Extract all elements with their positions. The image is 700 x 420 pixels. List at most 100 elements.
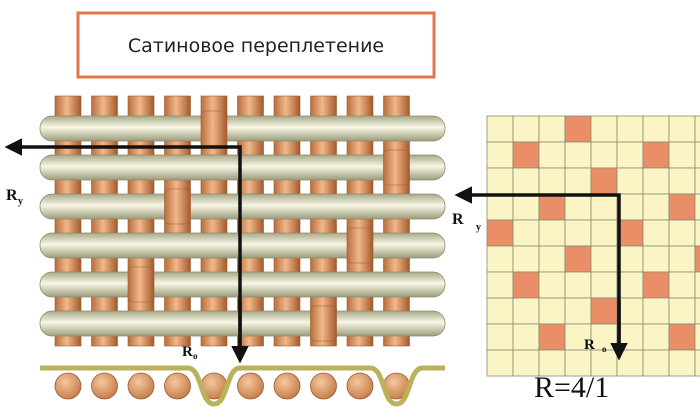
grid-cell	[616, 193, 644, 221]
warp-float	[164, 188, 191, 225]
grid-cell	[486, 245, 514, 273]
warp-cross-section	[273, 372, 301, 400]
fabric-weft-arrow	[4, 138, 242, 358]
grid-cell	[668, 219, 696, 247]
title-frame	[76, 11, 436, 79]
grid-cell-filled	[564, 115, 592, 143]
grid-cell	[486, 323, 514, 351]
grid-cell	[642, 193, 670, 221]
grid-label-ro-letter: R	[584, 337, 595, 353]
grid-cell	[512, 245, 540, 273]
grid-cell	[486, 115, 514, 143]
grid-cell	[616, 141, 644, 169]
section-warp-circles	[54, 372, 410, 400]
grid-cell	[642, 297, 670, 325]
grid-cell	[642, 245, 670, 273]
warp-cross-section	[91, 372, 118, 400]
grid-cell	[642, 219, 670, 247]
grid-cell	[668, 271, 696, 299]
grid-cell	[590, 245, 618, 273]
grid-cell	[538, 245, 566, 273]
grid-cell	[694, 271, 700, 299]
grid-cell	[642, 323, 670, 351]
grid-cell	[564, 297, 592, 325]
grid-cell	[642, 167, 670, 195]
grid-cell	[564, 141, 592, 169]
grid-label-ro-sub: о	[602, 344, 607, 354]
grid-cell	[616, 271, 644, 299]
grid-cell-filled	[642, 271, 670, 299]
warp-cross-section	[164, 372, 191, 400]
grid-cell-filled	[486, 219, 514, 247]
grid-label-ry-letter: R	[452, 211, 464, 228]
warp-float	[127, 266, 155, 303]
grid-cell	[668, 349, 696, 377]
grid-cell	[616, 167, 644, 195]
grid-cell	[564, 349, 592, 377]
weave-grid	[486, 115, 700, 377]
warp-float	[310, 305, 337, 342]
grid-cell	[616, 349, 644, 377]
grid-cell-filled	[564, 245, 592, 273]
grid-cell	[590, 219, 618, 247]
grid-cell	[512, 167, 540, 195]
grid-cell	[668, 115, 696, 143]
fabric-repeat-arrow	[4, 138, 249, 364]
grid-cell	[512, 193, 540, 221]
warp-cross-section	[346, 372, 374, 400]
grid-cell	[564, 219, 592, 247]
grid-cell	[564, 271, 592, 299]
grid-cell	[668, 141, 696, 169]
warp-cross-section	[127, 372, 155, 400]
title-text: Сатиновое переплетение	[128, 35, 384, 57]
warp-floats	[127, 110, 410, 342]
fabric-label-ry: R у	[6, 187, 23, 207]
grid-cell	[486, 349, 514, 377]
grid-cell	[694, 115, 700, 143]
grid-cell-filled	[642, 141, 670, 169]
grid-cell	[668, 297, 696, 325]
weft-thread	[39, 310, 446, 337]
grid-cell	[564, 167, 592, 195]
grid-cell	[538, 349, 566, 377]
grid-cell	[538, 297, 566, 325]
weft-thread	[39, 271, 446, 298]
warp-float	[383, 149, 410, 186]
grid-cell	[512, 115, 540, 143]
grid-cell	[564, 193, 592, 221]
grid-cell	[590, 193, 618, 221]
grid-cell	[642, 115, 670, 143]
label-ro-sub: о	[193, 351, 198, 361]
grid-cell	[668, 245, 696, 273]
section-weft-wave	[40, 365, 445, 407]
grid-cell	[694, 349, 700, 377]
grid-cell	[538, 167, 566, 195]
cross-section	[40, 365, 445, 407]
grid-cell	[616, 323, 644, 351]
label-ry-letter: R	[6, 187, 18, 204]
grid-cell	[512, 349, 540, 377]
warp-cross-section	[310, 372, 337, 400]
grid-cell	[694, 193, 700, 221]
grid-cell	[486, 271, 514, 299]
grid-repeat-arrow	[454, 186, 628, 361]
weft-thread	[39, 193, 446, 220]
grid-cell	[616, 115, 644, 143]
grid-label-ry-sub: у	[476, 222, 481, 233]
weft-thread	[39, 232, 446, 259]
grid-cell	[590, 349, 618, 377]
grid-cell	[564, 323, 592, 351]
grid-cell	[538, 141, 566, 169]
grid-cell	[616, 245, 644, 273]
warp-float	[346, 227, 374, 264]
grid-cell	[590, 115, 618, 143]
grid-cell-filled	[512, 271, 540, 299]
grid-cell	[694, 141, 700, 169]
grid-cell	[538, 271, 566, 299]
grid-cell	[694, 297, 700, 325]
warp-cross-section	[54, 372, 82, 400]
weft-thread	[39, 115, 446, 142]
grid-cell	[590, 271, 618, 299]
repeat-ratio-label: R=4/1	[534, 371, 609, 404]
grid-cell-filled	[512, 141, 540, 169]
